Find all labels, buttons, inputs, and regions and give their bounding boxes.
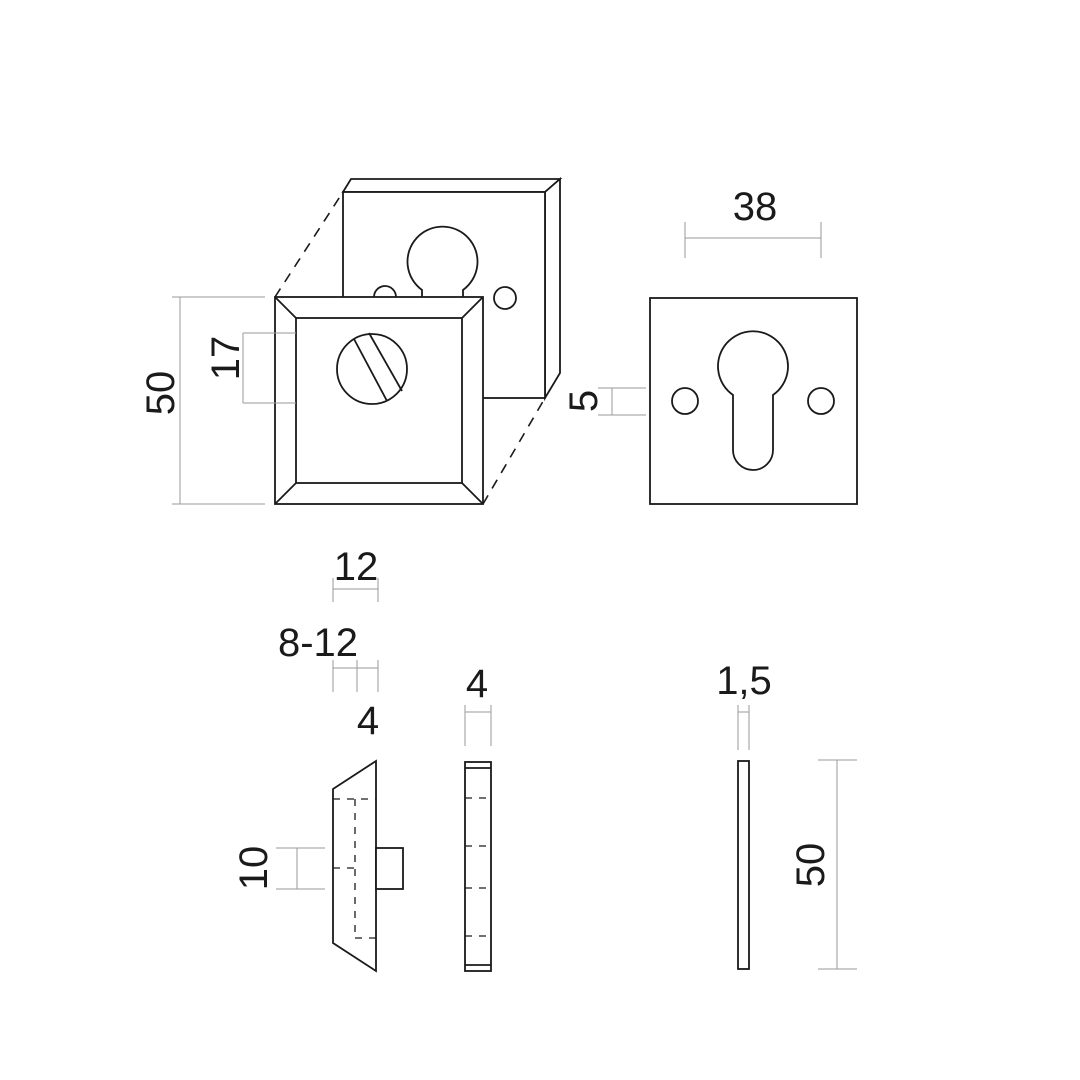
turn-screw — [336, 332, 408, 405]
dim-label-12: 12 — [334, 545, 379, 589]
dimension-38: 38 — [684, 185, 822, 258]
keyhole — [717, 330, 789, 471]
dim-label-38: 38 — [733, 185, 778, 229]
projection-lines — [274, 191, 546, 505]
front-rosette — [274, 296, 484, 505]
dimension-50-front: 50 — [139, 296, 265, 505]
dimension-10: 10 — [232, 846, 325, 891]
dim-label-10: 10 — [232, 846, 276, 891]
dim-label-5: 5 — [562, 390, 606, 412]
dimension-5: 5 — [562, 387, 646, 416]
dimension-17: 17 — [204, 332, 296, 404]
ring-side-view — [464, 761, 492, 972]
dim-label-8-12: 8-12 — [278, 621, 358, 665]
dim-label-1-5: 1,5 — [716, 659, 772, 703]
dimension-50-side: 50 — [789, 759, 857, 970]
dim-label-4-knob: 4 — [357, 699, 379, 743]
knob-side-view — [332, 759, 404, 973]
dim-label-50: 50 — [139, 371, 183, 416]
escutcheon-front-view — [649, 297, 858, 505]
dim-label-17: 17 — [204, 336, 248, 381]
dimension-4-ring: 4 — [464, 662, 492, 746]
dimension-1-5: 1,5 — [716, 659, 772, 750]
escutcheon-side-view — [737, 760, 750, 970]
dimension-12: 12 — [332, 545, 379, 602]
dim-label-4-ring: 4 — [466, 662, 488, 706]
dim-label-50-side: 50 — [789, 843, 833, 888]
dimension-8-12: 8-12 4 — [278, 621, 379, 743]
